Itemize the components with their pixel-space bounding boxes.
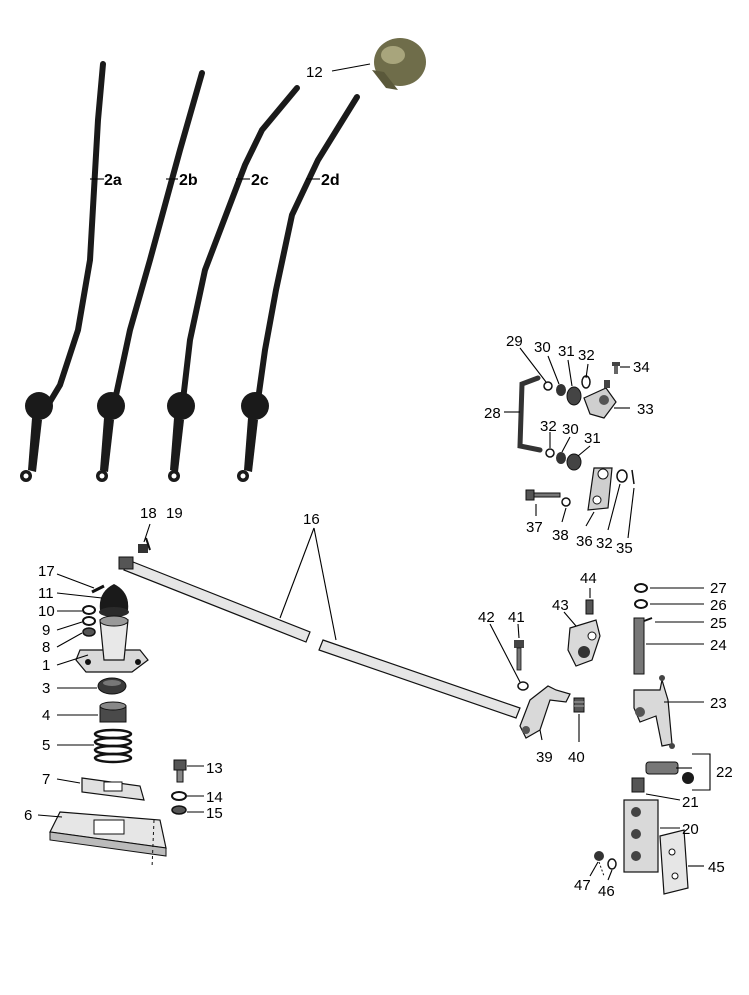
- boot-11: [99, 584, 129, 617]
- label-21: 21: [682, 794, 699, 811]
- label-6: 6: [24, 807, 32, 824]
- label-30-top: 30: [534, 339, 551, 356]
- link-rod-28: [517, 375, 543, 453]
- label-32-top: 32: [578, 347, 595, 364]
- label-24: 24: [710, 637, 727, 654]
- label-16: 16: [303, 511, 320, 528]
- label-13: 13: [206, 760, 223, 777]
- label-30-mid: 30: [562, 421, 579, 438]
- pin-17: [91, 584, 105, 594]
- fork-23: [633, 675, 675, 749]
- washer-42: [517, 681, 529, 691]
- bolt-13: [173, 759, 187, 783]
- label-7: 7: [42, 771, 50, 788]
- label-35: 35: [616, 540, 633, 557]
- washer-38: [561, 497, 571, 507]
- label-14: 14: [206, 789, 223, 806]
- label-36: 36: [576, 533, 593, 550]
- label-20: 20: [682, 821, 699, 838]
- bushing-21: [631, 777, 645, 793]
- bolt-41: [514, 640, 524, 671]
- housing-1: [75, 615, 149, 673]
- label-1: 1: [42, 657, 50, 674]
- lever-2a: [20, 61, 106, 482]
- plate-45: [659, 829, 689, 895]
- label-2c: 2c: [251, 172, 269, 189]
- lever-2c: [167, 85, 300, 482]
- label-8: 8: [42, 639, 50, 656]
- clevis-33: [583, 380, 617, 419]
- shift-rod-upper: [118, 556, 311, 643]
- label-33: 33: [637, 401, 654, 418]
- label-31-mid: 31: [584, 430, 601, 447]
- label-43: 43: [552, 597, 569, 614]
- bracket-20: [623, 799, 659, 873]
- lever-2d: [237, 94, 360, 482]
- label-38: 38: [552, 527, 569, 544]
- shaft-24: [633, 617, 645, 675]
- label-4: 4: [42, 707, 50, 724]
- label-3: 3: [42, 680, 50, 697]
- spring-40: [573, 697, 585, 713]
- sleeve-4: [99, 701, 127, 723]
- label-32-bottom: 32: [596, 535, 613, 552]
- label-32-mid: 32: [540, 418, 557, 435]
- washers-26-27: [634, 583, 648, 609]
- label-2d: 2d: [321, 172, 340, 189]
- lever-2b: [96, 70, 205, 482]
- label-29: 29: [506, 333, 523, 350]
- label-46: 46: [598, 883, 615, 900]
- label-42: 42: [478, 609, 495, 626]
- gasket-7: [81, 777, 145, 801]
- label-23: 23: [710, 695, 727, 712]
- label-40: 40: [568, 749, 585, 766]
- label-11: 11: [38, 585, 54, 602]
- shaft-22: [645, 761, 694, 784]
- washers-8-9-10: [82, 605, 96, 637]
- screw-34: [612, 362, 620, 374]
- washer-32-pin-35: [581, 375, 635, 485]
- label-18: 18: [140, 505, 157, 522]
- nuts-30-31: [545, 384, 582, 471]
- bolt-37: [525, 489, 561, 501]
- shift-rod-lower: [318, 639, 521, 719]
- screw-44: [585, 599, 594, 615]
- label-26: 26: [710, 597, 727, 614]
- link-36: [587, 467, 613, 511]
- label-44: 44: [580, 570, 597, 587]
- label-2a: 2a: [104, 172, 122, 189]
- spring-5: [93, 728, 133, 764]
- bolt-46-47: [594, 851, 617, 877]
- label-28: 28: [484, 405, 501, 422]
- label-12: 12: [306, 64, 323, 81]
- label-10: 10: [38, 603, 55, 620]
- label-34: 34: [633, 359, 650, 376]
- label-15: 15: [206, 805, 223, 822]
- part-18-19: [138, 537, 151, 553]
- plate-6: [49, 811, 167, 869]
- washer-29: [543, 381, 553, 391]
- knob-12: [372, 38, 426, 90]
- fork-39: [519, 685, 571, 739]
- label-31-top: 31: [558, 343, 575, 360]
- label-5: 5: [42, 737, 50, 754]
- label-9: 9: [42, 622, 50, 639]
- label-39: 39: [536, 749, 553, 766]
- washers-14-15: [171, 791, 187, 815]
- label-17: 17: [38, 563, 55, 580]
- ball-seat-3: [97, 677, 127, 695]
- label-41: 41: [508, 609, 525, 626]
- label-19: 19: [166, 505, 183, 522]
- label-2b: 2b: [179, 172, 198, 189]
- label-45: 45: [708, 859, 725, 876]
- lock-43: [567, 619, 601, 667]
- label-37: 37: [526, 519, 543, 536]
- label-25: 25: [710, 615, 727, 632]
- label-22: 22: [716, 764, 733, 781]
- label-47: 47: [574, 877, 591, 894]
- label-27: 27: [710, 580, 727, 597]
